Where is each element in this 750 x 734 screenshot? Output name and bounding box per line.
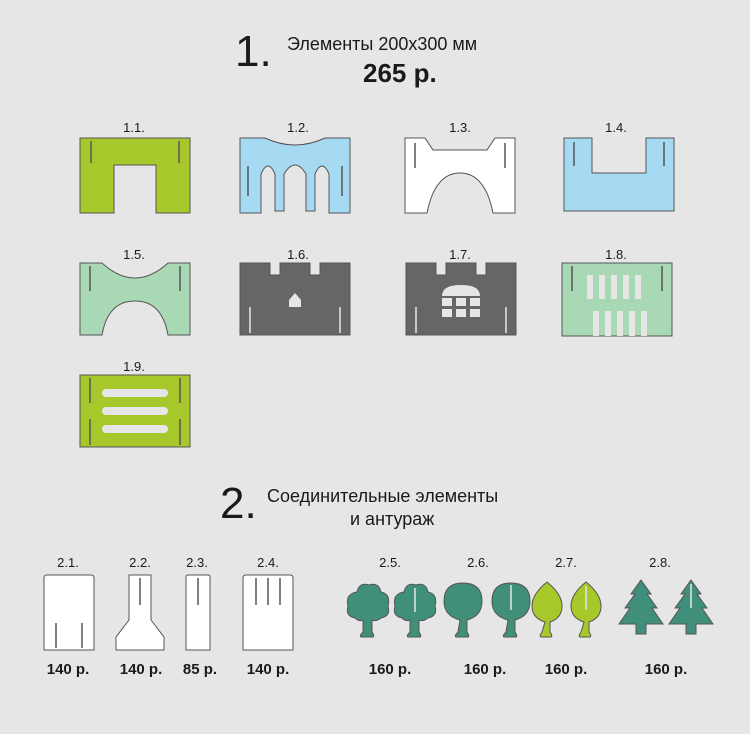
element-1-9-shape <box>79 374 191 448</box>
element-1-6-shape <box>239 262 351 336</box>
item-label-1-4: 1.4. <box>605 120 627 135</box>
price-2-8: 160 р. <box>644 661 688 678</box>
price-2-3: 85 р. <box>182 661 218 678</box>
element-1-2-shape <box>239 137 351 214</box>
tree-2-6-shape <box>443 582 531 638</box>
section2-number: 2. <box>220 479 257 528</box>
item-label-1-5: 1.5. <box>123 247 145 262</box>
section1-price: 265 р. <box>363 58 437 88</box>
element-1-3-shape <box>404 137 516 214</box>
connector-2-4-shape <box>242 574 294 651</box>
item-label-2-5: 2.5. <box>379 555 401 570</box>
price-2-2: 140 р. <box>119 661 163 678</box>
element-1-1-shape <box>79 137 191 214</box>
price-2-6: 160 р. <box>463 661 507 678</box>
item-label-2-4: 2.4. <box>257 555 279 570</box>
element-1-8-shape <box>561 262 673 337</box>
item-label-2-8: 2.8. <box>649 555 671 570</box>
item-label-2-2: 2.2. <box>129 555 151 570</box>
element-1-5-shape <box>79 262 191 336</box>
price-2-1: 140 р. <box>46 661 90 678</box>
item-label-2-3: 2.3. <box>186 555 208 570</box>
tree-2-5-shape <box>346 583 437 638</box>
item-label-1-9: 1.9. <box>123 359 145 374</box>
element-1-7-shape <box>405 262 517 336</box>
element-1-4-shape <box>563 137 675 212</box>
connector-2-2-shape <box>115 574 165 651</box>
item-label-2-6: 2.6. <box>467 555 489 570</box>
connector-2-3-shape <box>185 574 211 651</box>
item-label-2-7: 2.7. <box>555 555 577 570</box>
item-label-1-2: 1.2. <box>287 120 309 135</box>
connector-2-1-shape <box>43 574 95 651</box>
section1-title: Элементы 200х300 мм <box>287 34 478 54</box>
section2-title-line2: и антураж <box>350 509 435 529</box>
section2-title-line1: Соединительные элементы <box>267 486 499 506</box>
item-label-1-7: 1.7. <box>449 247 471 262</box>
tree-2-8-shape <box>618 579 714 635</box>
item-label-1-6: 1.6. <box>287 247 309 262</box>
section1-number: 1. <box>235 27 272 76</box>
item-label-1-1: 1.1. <box>123 120 145 135</box>
price-2-4: 140 р. <box>246 661 290 678</box>
tree-2-7-shape <box>531 581 602 638</box>
price-2-5: 160 р. <box>368 661 412 678</box>
item-label-1-3: 1.3. <box>449 120 471 135</box>
price-2-7: 160 р. <box>544 661 588 678</box>
item-label-2-1: 2.1. <box>57 555 79 570</box>
item-label-1-8: 1.8. <box>605 247 627 262</box>
